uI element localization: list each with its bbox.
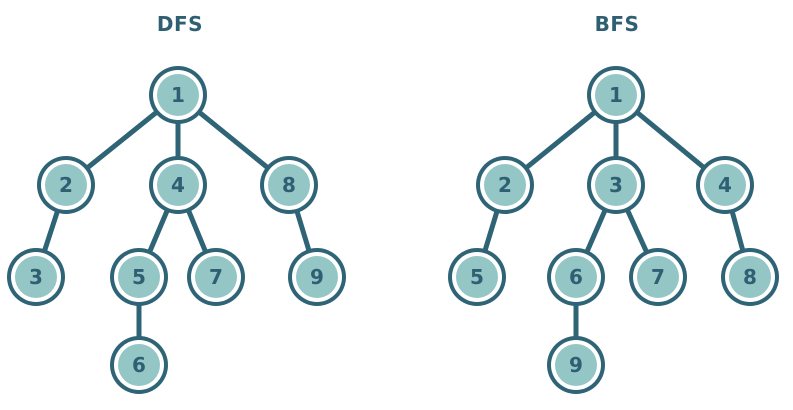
bfs-title: BFS [594, 12, 640, 36]
dfs-node-5: 5 [110, 248, 168, 306]
dfs-node-8: 8 [260, 156, 318, 214]
dfs-node-label: 5 [132, 265, 146, 289]
bfs-node-4: 4 [696, 156, 754, 214]
bfs-node-8: 8 [721, 248, 779, 306]
dfs-node-7: 7 [187, 248, 245, 306]
bfs-node-2: 2 [476, 156, 534, 214]
bfs-node-label: 9 [569, 353, 583, 377]
bfs-node-1: 1 [587, 66, 645, 124]
bfs-node-7: 7 [629, 248, 687, 306]
bfs-node-label: 1 [609, 83, 623, 107]
bfs-node-fill [555, 256, 597, 298]
bfs-node-fill [456, 256, 498, 298]
bfs-node-3: 3 [587, 156, 645, 214]
dfs-node-fill [296, 256, 338, 298]
dfs-node-label: 9 [310, 265, 324, 289]
dfs-node-label: 2 [59, 173, 73, 197]
bfs-node-label: 3 [609, 173, 623, 197]
bfs-node-fill [555, 344, 597, 386]
bfs-node-label: 8 [743, 265, 757, 289]
bfs-node-label: 4 [718, 173, 732, 197]
bfs-node-label: 5 [470, 265, 484, 289]
bfs-node-fill [595, 164, 637, 206]
dfs-node-6: 6 [110, 336, 168, 394]
dfs-node-label: 6 [132, 353, 146, 377]
bfs-node-fill [637, 256, 679, 298]
nodes-layer: 1 2 4 8 3 5 7 9 6 1 2 3 4 5 6 7 8 9 [7, 66, 779, 394]
dfs-node-fill [118, 256, 160, 298]
dfs-node-1: 1 [149, 66, 207, 124]
dfs-node-fill [195, 256, 237, 298]
bfs-node-9: 9 [547, 336, 605, 394]
dfs-title: DFS [156, 12, 204, 36]
dfs-node-fill [157, 74, 199, 116]
dfs-node-4: 4 [149, 156, 207, 214]
bfs-node-label: 7 [651, 265, 665, 289]
dfs-node-fill [15, 256, 57, 298]
bfs-node-label: 2 [498, 173, 512, 197]
dfs-node-label: 7 [209, 265, 223, 289]
dfs-node-2: 2 [37, 156, 95, 214]
dfs-node-fill [268, 164, 310, 206]
bfs-node-fill [595, 74, 637, 116]
bfs-node-5: 5 [448, 248, 506, 306]
dfs-node-label: 1 [171, 83, 185, 107]
dfs-node-9: 9 [288, 248, 346, 306]
dfs-node-label: 8 [282, 173, 296, 197]
dfs-node-fill [45, 164, 87, 206]
dfs-node-label: 4 [171, 173, 185, 197]
bfs-node-fill [704, 164, 746, 206]
bfs-node-label: 6 [569, 265, 583, 289]
dfs-node-3: 3 [7, 248, 65, 306]
bfs-node-fill [484, 164, 526, 206]
edges-layer [33, 92, 753, 368]
bfs-node-fill [729, 256, 771, 298]
dfs-node-fill [118, 344, 160, 386]
bfs-node-6: 6 [547, 248, 605, 306]
dfs-node-label: 3 [29, 265, 43, 289]
dfs-node-fill [157, 164, 199, 206]
